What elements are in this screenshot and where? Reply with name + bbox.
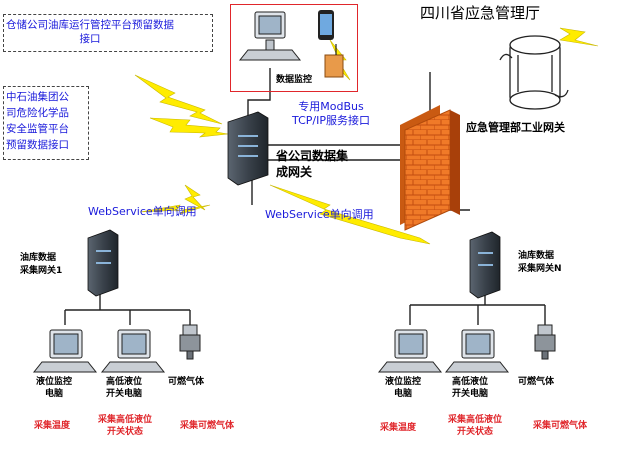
monitoring-group-box <box>230 4 358 92</box>
mobile-phone-icon <box>318 10 334 40</box>
lightning-icon <box>139 204 211 215</box>
level-switch-pc-icon <box>444 329 510 373</box>
monitor-label: 数据监控 <box>276 75 313 85</box>
level-monitor-pc-icon <box>32 329 98 373</box>
monitor-pc-icon <box>238 11 302 61</box>
lightning-icon <box>559 27 599 47</box>
left-device-1-label: 液位监控 电脑 <box>36 377 73 399</box>
right-device-2-label: 高低液位 开关电脑 <box>452 377 489 399</box>
interface-left-label: 中石油集团公 司危险化学品 安全监管平台 预留数据接口 <box>6 91 69 151</box>
left-collect-1-label: 采集温度 <box>34 421 71 431</box>
connection-lines <box>64 68 546 325</box>
interface-top-box <box>3 14 213 52</box>
left-collect-3-label: 采集可燃气体 <box>180 421 235 431</box>
firewall-icon <box>400 105 460 231</box>
gas-detector-icon <box>534 324 556 360</box>
right-device-3-label: 可燃气体 <box>518 377 555 387</box>
interface-left-box <box>3 86 89 160</box>
right-collect-2-label: 采集高低液位 开关状态 <box>448 415 503 437</box>
central-gateway-label: 省公司数据集 成网关 <box>276 149 349 179</box>
right-device-1-label: 液位监控 电脑 <box>385 377 422 399</box>
right-collect-3-label: 采集可燃气体 <box>533 421 588 431</box>
lightning-icon <box>184 184 206 211</box>
industrial-gateway-label: 应急管理部工业网关 <box>466 121 565 134</box>
level-monitor-pc-icon <box>377 329 443 373</box>
right-gateway-label: 油库数据 采集网关N <box>518 251 562 274</box>
interface-top-label: 仓储公司油库运行管控平台预留数据 接口 <box>6 19 174 45</box>
lightning-icon <box>269 184 431 245</box>
webservice-right-label: WebService单向调用 <box>265 208 374 221</box>
level-switch-pc-icon <box>100 329 166 373</box>
lightning-icon <box>134 74 223 125</box>
left-device-2-label: 高低液位 开关电脑 <box>106 377 143 399</box>
mini-gateway-icon <box>324 44 344 78</box>
diagram-title: 四川省应急管理厅 <box>420 4 541 22</box>
modbus-interface-label: 专用ModBus TCP/IP服务接口 <box>292 100 370 127</box>
left-collector-gateway-icon <box>87 229 119 297</box>
gas-detector-icon <box>179 324 201 360</box>
central-gateway-icon <box>227 111 269 186</box>
lightning-bolts <box>134 27 599 245</box>
right-collector-gateway-icon <box>469 231 501 299</box>
left-gateway-label: 油库数据 采集网关1 <box>20 253 63 276</box>
webservice-left-label: WebService单向调用 <box>88 205 197 218</box>
industrial-gateway-icon <box>499 35 569 110</box>
left-device-3-label: 可燃气体 <box>168 377 205 387</box>
right-collect-1-label: 采集温度 <box>380 423 417 433</box>
left-collect-2-label: 采集高低液位 开关状态 <box>98 415 153 437</box>
